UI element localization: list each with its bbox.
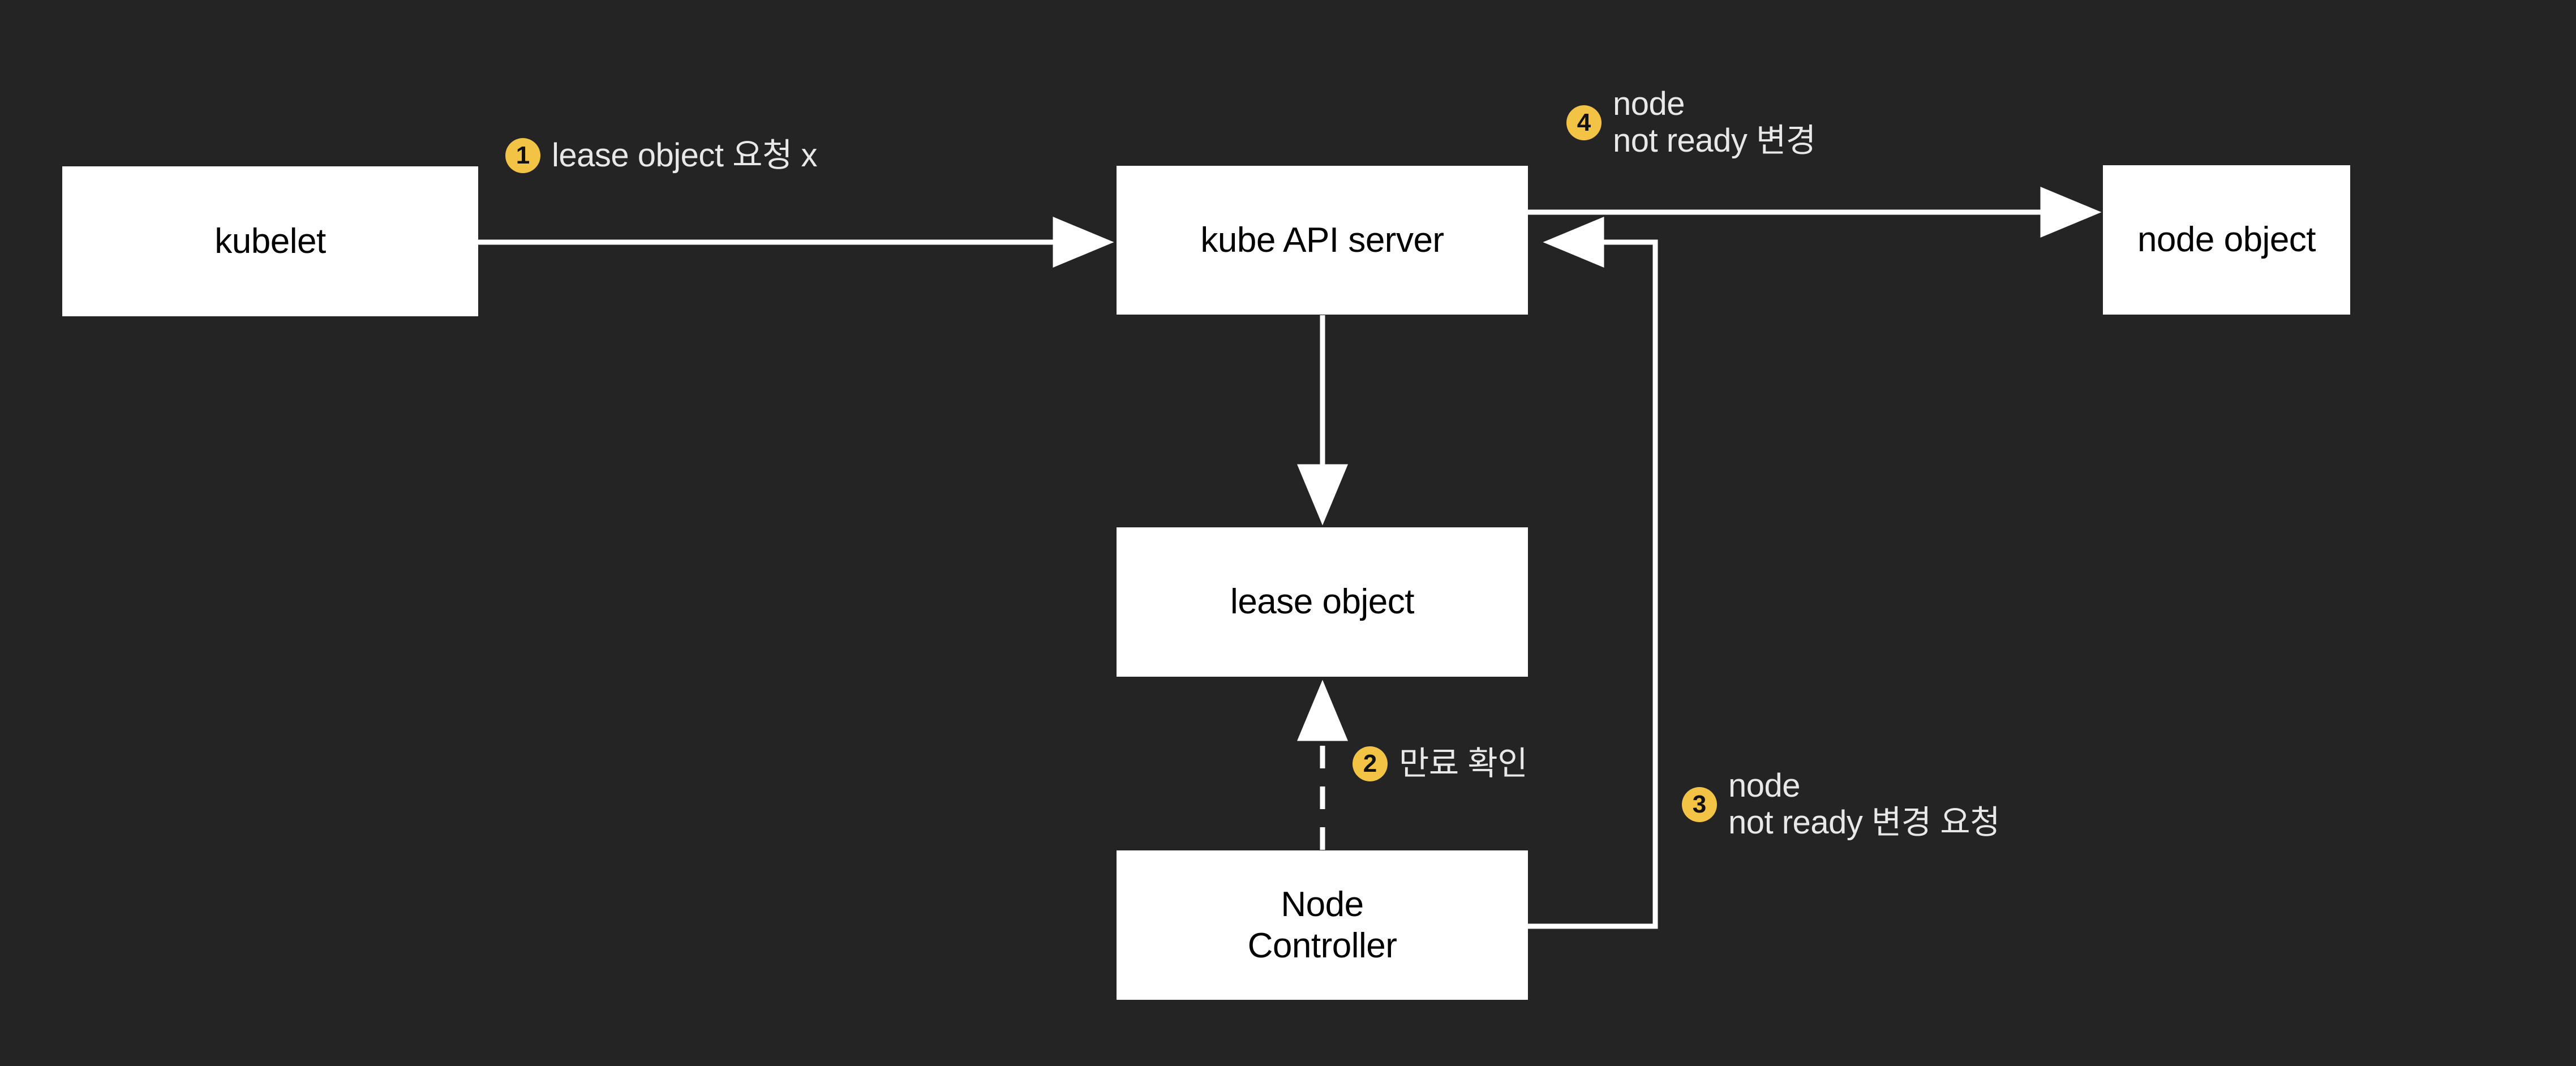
box-lease-object-label: lease object [1230,582,1414,622]
box-lease-object[interactable]: lease object [1117,527,1528,677]
step-1-annotation: 1 lease object 요청 x [505,137,818,174]
box-node-object-label: node object [2137,220,2316,260]
step-4-badge: 4 [1566,105,1602,140]
step-3-annotation: 3 node not ready 변경 요청 [1682,767,2000,841]
step-2-label: 만료 확인 [1399,745,1528,782]
box-kube-api-server[interactable]: kube API server [1117,166,1528,315]
step-2-annotation: 2 만료 확인 [1353,745,1528,783]
box-kubelet[interactable]: kubelet [62,166,478,316]
box-kubelet-label: kubelet [214,221,326,261]
step-1-badge: 1 [505,138,540,174]
step-1-label: lease object 요청 x [552,137,818,174]
step-3-label: node not ready 변경 요청 [1728,767,2000,841]
box-node-controller[interactable]: Node Controller [1117,850,1528,1000]
step-4-annotation: 4 node not ready 변경 [1566,85,1816,160]
step-3-badge: 3 [1682,786,1717,822]
box-node-controller-label: Node Controller [1247,884,1397,965]
step-4-label: node not ready 변경 [1613,85,1816,159]
connector-controller-to-api [1528,217,1658,929]
step-2-badge: 2 [1353,746,1388,782]
box-node-object[interactable]: node object [2103,165,2350,315]
box-kube-api-server-label: kube API server [1200,220,1444,260]
